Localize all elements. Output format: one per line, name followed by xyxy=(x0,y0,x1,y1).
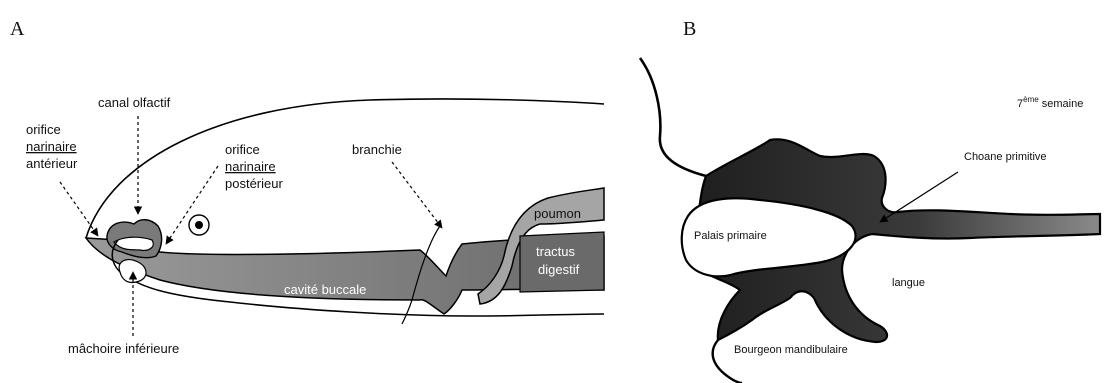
label-poumon: poumon xyxy=(534,206,581,221)
label-orifice-post-1: orifice xyxy=(225,142,260,157)
label-orifice-post-2: narinaire xyxy=(225,159,276,174)
label-choane: Choane primitive xyxy=(964,151,1047,163)
panel-b-letter: B xyxy=(683,18,696,40)
label-tractus-2: digestif xyxy=(538,262,580,277)
label-canal-olfactif: canal olfactif xyxy=(98,95,171,110)
label-machoire: mâchoire inférieure xyxy=(68,341,179,356)
label-palais: Palais primaire xyxy=(694,230,767,242)
panel-b: B 7ème semaine Choane primitive Palais p… xyxy=(640,18,1100,383)
arrow-orifice-anterieur xyxy=(60,182,98,236)
label-branchie: branchie xyxy=(352,142,402,157)
label-semaine-word: semaine xyxy=(1039,98,1084,110)
arrow-branchie xyxy=(392,162,442,228)
eye-icon xyxy=(189,215,209,235)
label-orifice-ant-2: narinaire xyxy=(26,139,77,154)
label-orifice-ant-3: antérieur xyxy=(26,156,78,171)
label-bourgeon: Bourgeon mandibulaire xyxy=(734,344,848,356)
label-semaine-sup: ème xyxy=(1023,95,1039,104)
label-orifice-post-3: postérieur xyxy=(225,176,283,191)
label-langue: langue xyxy=(892,277,925,289)
langue-region xyxy=(842,246,1010,270)
head-contour-b xyxy=(640,58,706,176)
label-tractus-1: tractus xyxy=(536,244,576,259)
label-semaine: 7ème semaine xyxy=(1017,95,1083,110)
panel-a-letter: A xyxy=(10,18,25,40)
panel-a: A canal olfactif orifice xyxy=(10,18,604,356)
label-cavite-buccale: cavité buccale xyxy=(284,282,366,297)
label-orifice-ant-1: orifice xyxy=(26,122,61,137)
